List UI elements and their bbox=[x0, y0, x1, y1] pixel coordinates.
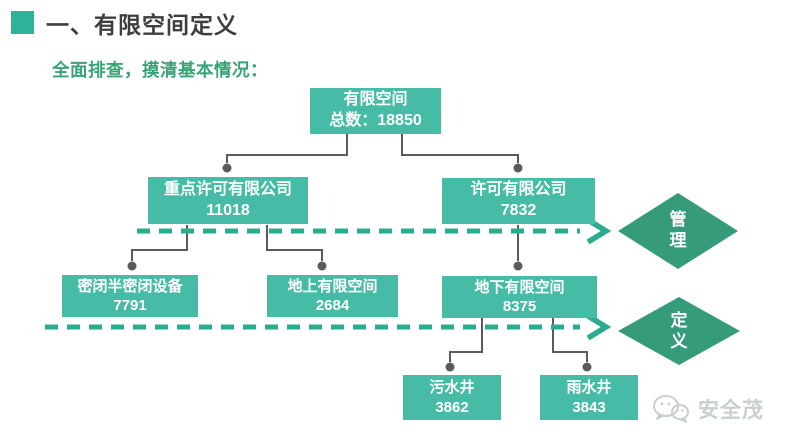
node-permit-companies: 许可有限公司 7832 bbox=[442, 178, 595, 224]
node-value: 7791 bbox=[113, 297, 147, 314]
connector-root-to-l2b bbox=[401, 134, 519, 163]
node-label: 密闭半密闭设备 bbox=[77, 277, 183, 295]
connector-dot bbox=[582, 362, 592, 372]
node-key-permit-companies: 重点许可有限公司 11018 bbox=[148, 177, 308, 224]
node-sewage-well: 污水井 3862 bbox=[403, 375, 501, 420]
diamond-label-management: 管理 bbox=[669, 210, 687, 251]
node-label: 雨水井 bbox=[566, 379, 612, 396]
watermark: 安全茂 bbox=[652, 394, 764, 424]
wechat-icon bbox=[653, 395, 689, 423]
diamond-management bbox=[618, 193, 738, 269]
node-value: 3843 bbox=[572, 398, 606, 416]
node-value: 11018 bbox=[206, 201, 250, 219]
node-total-confined-space: 有限空间 总数：18850 bbox=[310, 88, 441, 134]
connector-root-to-l2a bbox=[226, 134, 348, 163]
connector-l2a-to-l3a bbox=[131, 225, 188, 261]
node-value: 8375 bbox=[502, 298, 537, 315]
node-underground-space: 地下有限空间 8375 bbox=[442, 276, 597, 318]
connector-l3c-to-l4a bbox=[449, 318, 483, 362]
node-above-ground-space: 地上有限空间 2684 bbox=[267, 275, 398, 317]
connector-l3c-to-l4b bbox=[552, 318, 588, 362]
node-value: 总数：18850 bbox=[329, 112, 422, 129]
node-label: 重点许可有限公司 bbox=[163, 180, 292, 198]
slide-subtitle: 全面排查，摸清基本情况： bbox=[52, 60, 268, 80]
node-value: 7832 bbox=[500, 202, 537, 219]
arrowhead-definition bbox=[586, 313, 612, 341]
node-label: 地下有限空间 bbox=[474, 278, 565, 296]
connector-l2a-to-l3b bbox=[266, 225, 323, 261]
watermark-text: 安全茂 bbox=[698, 399, 764, 422]
page-title: 一、有限空间定义 bbox=[46, 12, 238, 38]
diamond-label-definition: 定义 bbox=[670, 311, 688, 352]
connector-dot bbox=[445, 362, 455, 372]
title-bullet-square bbox=[11, 11, 34, 34]
connector-dot bbox=[317, 261, 327, 271]
connector-dot bbox=[513, 163, 523, 173]
diamond-definition bbox=[618, 297, 740, 365]
node-label: 地上有限空间 bbox=[287, 277, 378, 295]
node-label: 有限空间 bbox=[343, 91, 408, 109]
connector-dot bbox=[513, 261, 523, 271]
node-label: 许可有限公司 bbox=[470, 181, 567, 199]
node-label: 污水井 bbox=[429, 379, 475, 396]
connector-dot bbox=[222, 163, 232, 173]
node-value: 3862 bbox=[435, 398, 469, 416]
node-sealed-equipment: 密闭半密闭设备 7791 bbox=[62, 275, 198, 317]
node-value: 2684 bbox=[315, 297, 350, 314]
node-rain-well: 雨水井 3843 bbox=[540, 375, 638, 420]
connector-dot bbox=[127, 261, 137, 271]
